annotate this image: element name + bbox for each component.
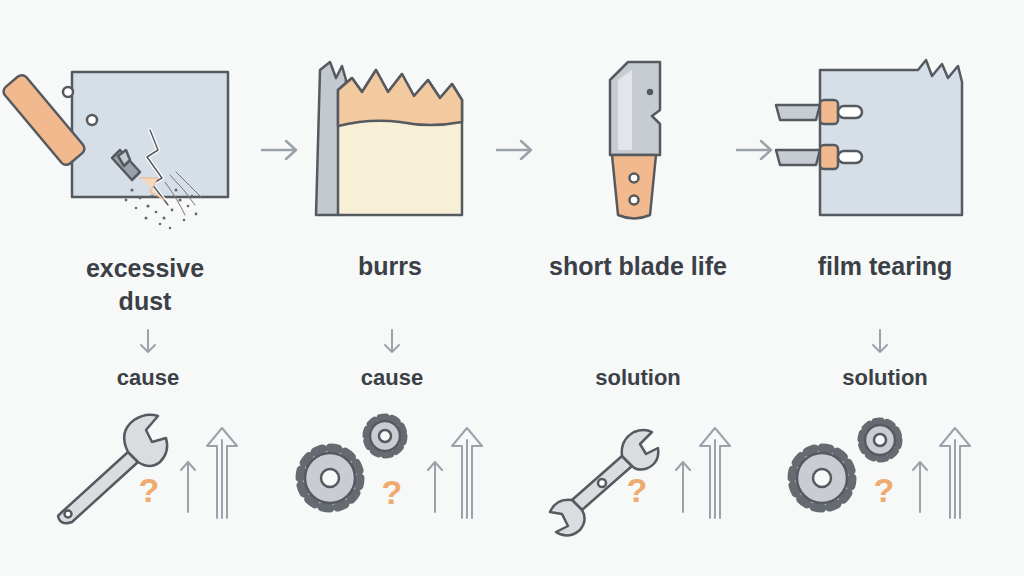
wrench-icon xyxy=(550,430,658,536)
question-mark: ? xyxy=(617,468,657,512)
problem-label: excessive dust xyxy=(60,252,230,317)
category-label: cause xyxy=(312,364,472,393)
problem-label: short blade life xyxy=(548,250,728,283)
film-icon xyxy=(776,60,962,215)
category-label: solution xyxy=(548,364,728,393)
question-mark: ? xyxy=(864,468,904,512)
blade-icon xyxy=(610,62,660,219)
question-mark: ? xyxy=(129,468,169,512)
category-label: cause xyxy=(68,364,228,393)
up-arrows xyxy=(181,428,970,518)
down-arrows xyxy=(141,330,887,352)
burrs-icon xyxy=(316,62,462,215)
dust-icon xyxy=(1,72,228,229)
question-mark: ? xyxy=(372,470,412,514)
problem-label: film tearing xyxy=(775,250,995,283)
problem-label: burrs xyxy=(305,250,475,283)
category-label: solution xyxy=(795,364,975,393)
